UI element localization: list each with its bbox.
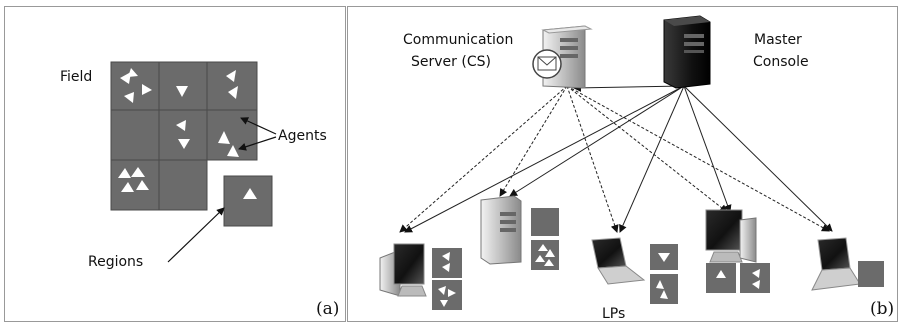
- agent: [118, 168, 131, 178]
- cs-label-line2: Server (CS): [411, 54, 491, 70]
- agent: [176, 120, 186, 131]
- lps-label: LPs: [602, 306, 625, 322]
- agents-label: Agents: [278, 128, 327, 144]
- lp3-regions: [650, 244, 678, 304]
- region: [158, 109, 208, 161]
- master-console-icon: [663, 15, 711, 89]
- agent: [226, 70, 236, 82]
- lp-desktop-icon: [705, 209, 757, 263]
- agent: [218, 131, 230, 144]
- agent: [128, 68, 138, 77]
- agent: [176, 86, 188, 97]
- lp-laptop-icon: [591, 237, 646, 285]
- lp2-regions: [531, 208, 559, 270]
- region-isolated: [223, 175, 273, 227]
- region: [110, 159, 160, 211]
- region-grid: [110, 61, 273, 227]
- master-label-line2: Console: [753, 54, 809, 70]
- agent: [178, 139, 190, 149]
- lp-laptop-icon: [811, 237, 861, 291]
- communication-server-icon: [532, 25, 593, 89]
- agent: [131, 167, 145, 177]
- lp4-regions: [706, 263, 770, 293]
- panel-b-label: (b): [870, 299, 894, 319]
- lp1-regions: [432, 248, 462, 310]
- agent: [227, 145, 239, 157]
- agent: [142, 84, 152, 95]
- panel-b-frame: [347, 6, 898, 322]
- agent: [120, 72, 131, 84]
- agent: [124, 92, 134, 103]
- agent: [121, 182, 134, 192]
- lp5-regions: [858, 261, 884, 287]
- panel-a-label: (a): [316, 299, 339, 319]
- region: [110, 109, 160, 161]
- agent: [243, 188, 257, 199]
- regions-arrow: [167, 207, 225, 263]
- lp-tower-icon: [480, 195, 522, 265]
- master-links: [404, 83, 833, 233]
- agents: [118, 68, 257, 199]
- agents-arrow: [238, 136, 277, 151]
- cs-label-line1: Communication: [403, 32, 513, 48]
- lp-desktop-icon: [379, 243, 427, 297]
- agent: [228, 86, 238, 99]
- panel-a-frame: [4, 6, 346, 322]
- region: [158, 159, 208, 211]
- regions-label: Regions: [88, 254, 143, 270]
- region: [206, 61, 258, 111]
- region: [110, 61, 160, 111]
- agents-arrow: [240, 117, 277, 135]
- master-label-line1: Master: [754, 32, 802, 48]
- field-label: Field: [60, 69, 92, 85]
- agent: [136, 180, 149, 190]
- cs-links: [399, 85, 830, 233]
